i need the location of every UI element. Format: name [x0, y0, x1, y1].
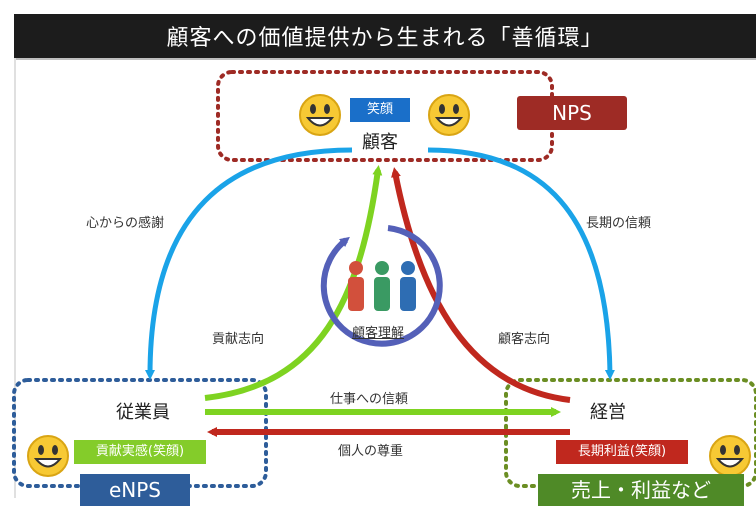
smiley-face-icon	[299, 94, 341, 136]
enps-badge: eNPS	[80, 474, 190, 506]
smiley-face-icon	[428, 94, 470, 136]
management-tag: 長期利益(笑顔)	[556, 440, 688, 464]
sales-badge: 売上・利益など	[538, 474, 744, 506]
flow-label-contribution-orientation: 貢献志向	[212, 332, 265, 347]
divider-left	[14, 58, 16, 498]
employee-label: 従業員	[116, 402, 170, 423]
flow-label-heartfelt-thanks: 心からの感謝	[86, 216, 165, 231]
smiley-face-icon	[709, 435, 751, 477]
center-label: 顧客理解	[352, 326, 405, 341]
customer-tag: 笑顔	[350, 98, 410, 122]
flow-label-trust-in-work: 仕事への信頼	[330, 392, 409, 407]
flow-label-long-term-trust: 長期の信頼	[586, 216, 652, 231]
arrow-customer-orientation	[391, 167, 571, 403]
customer-box	[216, 70, 554, 162]
customer-label: 顧客	[362, 132, 398, 153]
three-people-icon	[348, 261, 416, 311]
nps-badge: NPS	[517, 96, 627, 130]
flow-label-customer-orientation: 顧客志向	[498, 332, 551, 347]
arrow-contribution-orientation	[204, 165, 383, 401]
management-label: 経営	[590, 402, 626, 423]
flow-label-respect-for-individual: 個人の尊重	[338, 444, 404, 459]
employee-tag: 貢献実感(笑顔)	[74, 440, 206, 464]
arrow-long-term-trust	[427, 147, 615, 380]
circular-arrow	[320, 225, 443, 347]
smiley-face-icon	[27, 435, 69, 477]
arrow-heartfelt-thanks	[145, 147, 353, 380]
divider	[14, 58, 756, 60]
page-title: 顧客への価値提供から生まれる「善循環」	[14, 14, 756, 58]
